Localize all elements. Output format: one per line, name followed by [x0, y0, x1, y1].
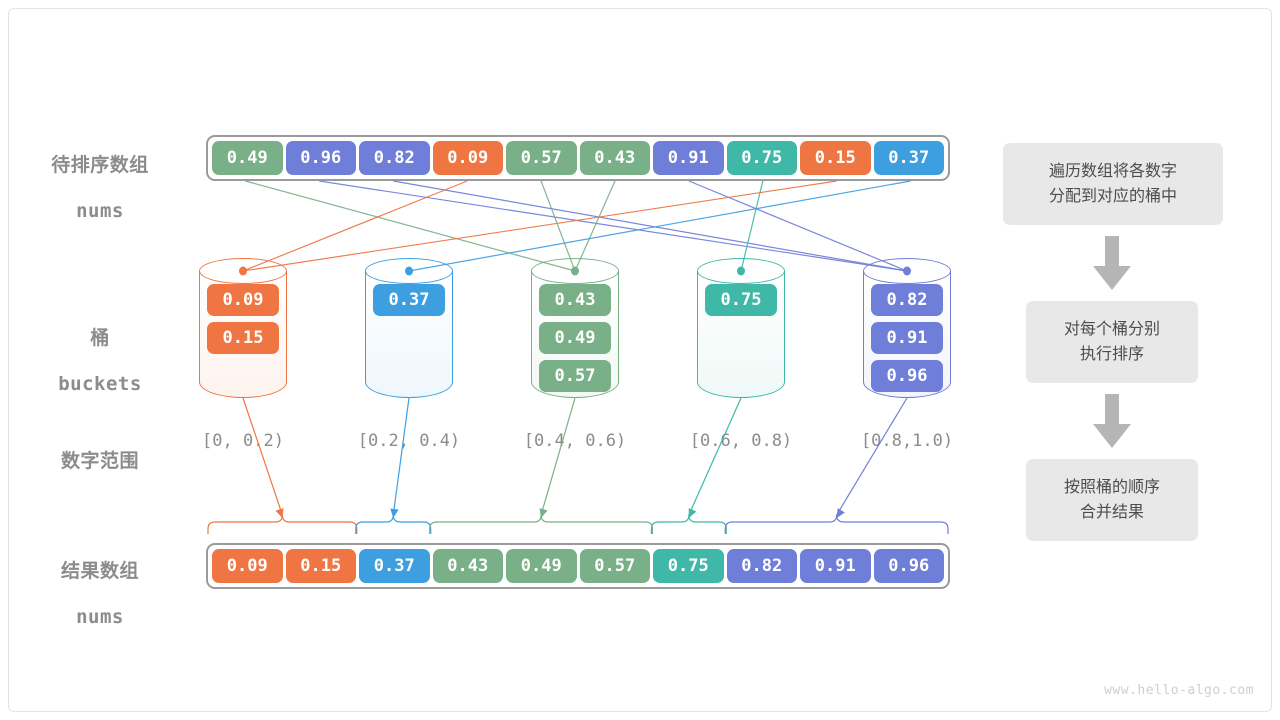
bucket-item-cell: 0.37: [373, 284, 445, 316]
output-array-cell: 0.09: [212, 549, 283, 583]
bucket-range-label-3: [0.6, 0.8): [689, 431, 793, 451]
flow-step-2: 对每个桶分别 执行排序: [1026, 301, 1198, 383]
label-buckets: 桶 buckets: [10, 305, 190, 418]
input-array-cell: 0.96: [285, 141, 356, 175]
output-array-cell: 0.37: [359, 549, 430, 583]
input-array-cell: 0.91: [653, 141, 724, 175]
bucket-range-label-4: [0.8,1.0): [860, 431, 954, 451]
bucket-items: 0.09 0.15: [207, 284, 279, 354]
bucket-1: 0.37: [365, 258, 453, 398]
bucket-item-cell: 0.57: [539, 360, 611, 392]
bucket-item-cell: 0.09: [207, 284, 279, 316]
flow-step-1: 遍历数组将各数字 分配到对应的桶中: [1003, 143, 1223, 225]
bucket-2: 0.43 0.49 0.57: [531, 258, 619, 398]
output-array-cell: 0.49: [506, 549, 577, 583]
output-array-cell: 0.91: [800, 549, 871, 583]
bucket-item-cell: 0.75: [705, 284, 777, 316]
bucket-item-cell: 0.96: [871, 360, 943, 392]
bucket-cap: [365, 258, 453, 284]
bucket-range-label-1: [0.2, 0.4): [357, 431, 461, 451]
output-array-cell: 0.96: [873, 549, 944, 583]
output-array-cell: 0.82: [726, 549, 797, 583]
watermark: www.hello-algo.com: [1104, 683, 1254, 698]
bucket-cap: [199, 258, 287, 284]
label-input-array: 待排序数组 nums: [10, 132, 190, 245]
bucket-item-cell: 0.49: [539, 322, 611, 354]
bucket-range-label-2: [0.4, 0.6): [523, 431, 627, 451]
flow-arrow-2-icon: [1093, 394, 1131, 448]
input-array-cell: 0.15: [800, 141, 871, 175]
bucket-range-label-0: [0, 0.2): [202, 431, 284, 451]
output-array-cell: 0.75: [653, 549, 724, 583]
input-array-cell: 0.43: [579, 141, 650, 175]
bucket-cap: [531, 258, 619, 284]
label-number-range-cn: 数字范围: [60, 450, 139, 473]
bucket-0: 0.09 0.15: [199, 258, 287, 398]
input-array-cell: 0.82: [359, 141, 430, 175]
input-array-cell: 0.37: [873, 141, 944, 175]
label-output-array-mono: nums: [76, 606, 124, 629]
output-array-cell: 0.43: [432, 549, 503, 583]
flow-arrow-1-icon: [1093, 236, 1131, 290]
label-input-array-cn: 待排序数组: [51, 154, 149, 177]
bucket-item-cell: 0.91: [871, 322, 943, 354]
flow-step-3: 按照桶的顺序 合并结果: [1026, 459, 1198, 541]
label-input-array-mono: nums: [76, 200, 124, 223]
input-array-cell: 0.57: [506, 141, 577, 175]
label-buckets-mono: buckets: [58, 373, 142, 396]
input-array-cell: 0.09: [432, 141, 503, 175]
input-array-cell: 0.49: [212, 141, 283, 175]
label-buckets-cn: 桶: [90, 327, 110, 350]
bucket-items: 0.37: [373, 284, 445, 316]
bucket-item-cell: 0.82: [871, 284, 943, 316]
output-array-cell: 0.15: [285, 549, 356, 583]
label-output-array-cn: 结果数组: [60, 560, 139, 583]
bucket-cap: [863, 258, 951, 284]
bucket-item-cell: 0.43: [539, 284, 611, 316]
label-output-array: 结果数组 nums: [10, 538, 190, 651]
bucket-items: 0.82 0.91 0.96: [871, 284, 943, 392]
bucket-cap: [697, 258, 785, 284]
bucket-3: 0.75: [697, 258, 785, 398]
outer-frame: [8, 8, 1272, 712]
bucket-items: 0.75: [705, 284, 777, 316]
label-number-range: 数字范围: [10, 428, 190, 495]
bucket-item-cell: 0.15: [207, 322, 279, 354]
bucket-4: 0.82 0.91 0.96: [863, 258, 951, 398]
output-array-cell: 0.57: [579, 549, 650, 583]
bucket-items: 0.43 0.49 0.57: [539, 284, 611, 392]
input-array-cell: 0.75: [726, 141, 797, 175]
